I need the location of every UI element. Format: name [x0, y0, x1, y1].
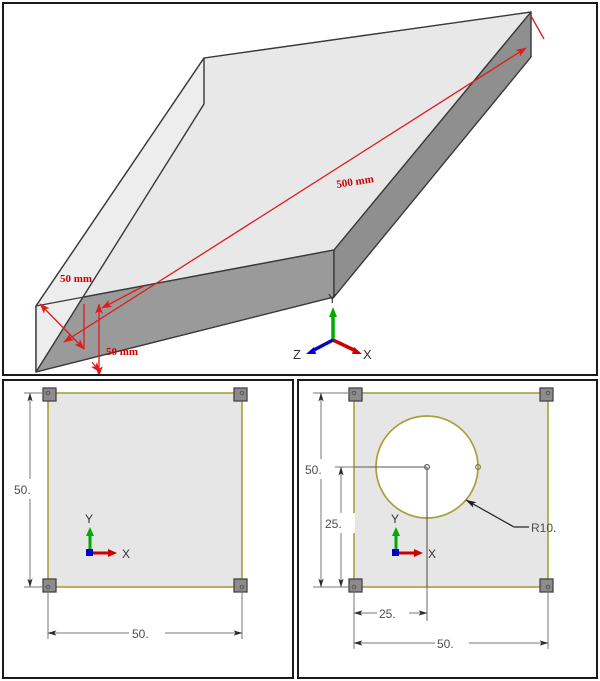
length-witness-right: [530, 15, 545, 40]
hole-quadrant-point: [475, 464, 481, 470]
vertical-dimension-50[interactable]: 50.: [303, 392, 354, 588]
horizontal-dimension-50[interactable]: 50.: [47, 587, 243, 643]
radius-dimension-label: R10.: [531, 521, 556, 535]
horizontal-dimension-50[interactable]: 50.: [353, 587, 549, 653]
square-section-drawing: 50. 50. Y X: [12, 387, 248, 643]
width-dimension-label: 50 mm: [60, 273, 92, 285]
hole-section-panel[interactable]: 50. 25. 25.: [297, 379, 598, 679]
axis-label-x: X: [428, 547, 436, 561]
corner-markers: [42, 387, 248, 593]
length-dimension-label: 500 mm: [336, 173, 375, 191]
axis-label-y: Y: [391, 512, 399, 526]
radius-dimension[interactable]: R10.: [465, 499, 556, 535]
horizontal-dimension-label: 50.: [132, 627, 149, 641]
front-axis-triad: Y X: [85, 512, 130, 561]
vertical-dimension-25-label: 25.: [325, 517, 342, 531]
axis-label-x: X: [122, 547, 130, 561]
height-dimension-diag: [101, 285, 145, 309]
vertical-dimension-50[interactable]: 50.: [12, 392, 48, 588]
section-square-face: [47, 392, 243, 588]
axis-label-y: Y: [328, 291, 337, 306]
vertical-dimension-25[interactable]: 25.: [323, 466, 355, 588]
axis-origin-z: [86, 549, 93, 556]
axis-label-y: Y: [85, 512, 93, 526]
hole-axis-triad: Y X: [391, 512, 436, 561]
vertical-dimension-50-label: 50.: [305, 463, 322, 477]
length-dimension-line: [63, 47, 527, 343]
horizontal-dimension-25[interactable]: 25.: [353, 587, 428, 623]
horizontal-dimension-50-label: 50.: [437, 637, 454, 651]
isometric-beam-drawing: 500 mm 50 mm 50 mm Y X: [35, 11, 545, 374]
hole-section-drawing: 50. 25. 25.: [303, 387, 556, 653]
front-section-panel[interactable]: 50. 50. Y X: [2, 379, 294, 679]
height-dimension-label: 50 mm: [106, 346, 138, 358]
horizontal-dimension-25-label: 25.: [379, 607, 396, 621]
axis-origin-z: [392, 549, 399, 556]
axis-label-z: Z: [293, 347, 301, 362]
isometric-axis-triad: Y X Z: [293, 291, 372, 362]
axis-label-x: X: [363, 347, 372, 362]
isometric-view-panel[interactable]: 500 mm 50 mm 50 mm Y X: [2, 2, 598, 376]
width-dimension-line: [39, 303, 85, 350]
vertical-dimension-label: 50.: [14, 483, 31, 497]
